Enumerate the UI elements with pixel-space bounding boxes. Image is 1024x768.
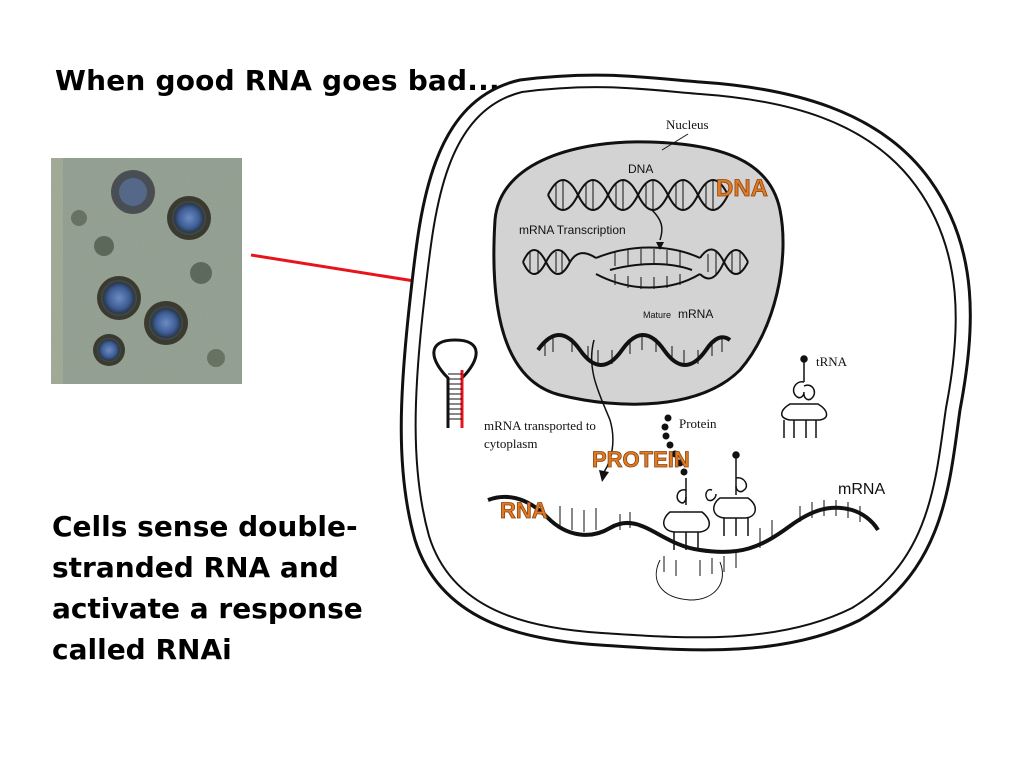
caption-line-1: Cells sense double-	[52, 510, 358, 543]
caption-line-2: stranded RNA and	[52, 551, 339, 584]
slide-caption: Cells sense double- stranded RNA and act…	[52, 506, 412, 670]
dna-label-small: DNA	[628, 162, 653, 176]
dna-label-big: DNA	[716, 175, 768, 202]
caption-line-3: activate a response	[52, 592, 363, 625]
slide-title: When good RNA goes bad...	[55, 64, 500, 97]
rna-label-big: RNA	[500, 498, 548, 523]
hairpin-rna-icon	[432, 338, 478, 428]
title-text: When good RNA goes bad	[55, 64, 468, 97]
trna-molecule	[781, 355, 828, 438]
transcription-label: mRNA Transcription	[519, 223, 626, 237]
transcription-helix	[522, 246, 749, 289]
transcription-arrow	[651, 209, 663, 241]
mature-mrna-label: mRNA	[678, 307, 713, 321]
protein-label-small: Protein	[679, 416, 717, 431]
protein-chain	[661, 414, 688, 476]
cytoplasm-mrna-strand	[487, 494, 880, 576]
transport-arrow	[590, 339, 614, 473]
protein-label-big: PROTEIN	[592, 447, 690, 472]
transport-label-line1: mRNA transported to	[484, 418, 596, 433]
transport-label-line2: cytoplasm	[484, 436, 537, 451]
caption-line-4: called RNAi	[52, 633, 232, 666]
mature-mrna-strand	[536, 333, 732, 367]
mrna-right-label: mRNA	[838, 481, 885, 498]
ribosome-subunit	[655, 559, 723, 601]
ribosome-trnas	[663, 451, 756, 550]
mature-label-prefix: Mature	[643, 310, 671, 320]
nucleus-label: Nucleus	[666, 117, 709, 132]
dna-helix	[547, 179, 729, 211]
virus-micrograph-image	[51, 158, 242, 384]
trna-label: tRNA	[816, 354, 848, 369]
